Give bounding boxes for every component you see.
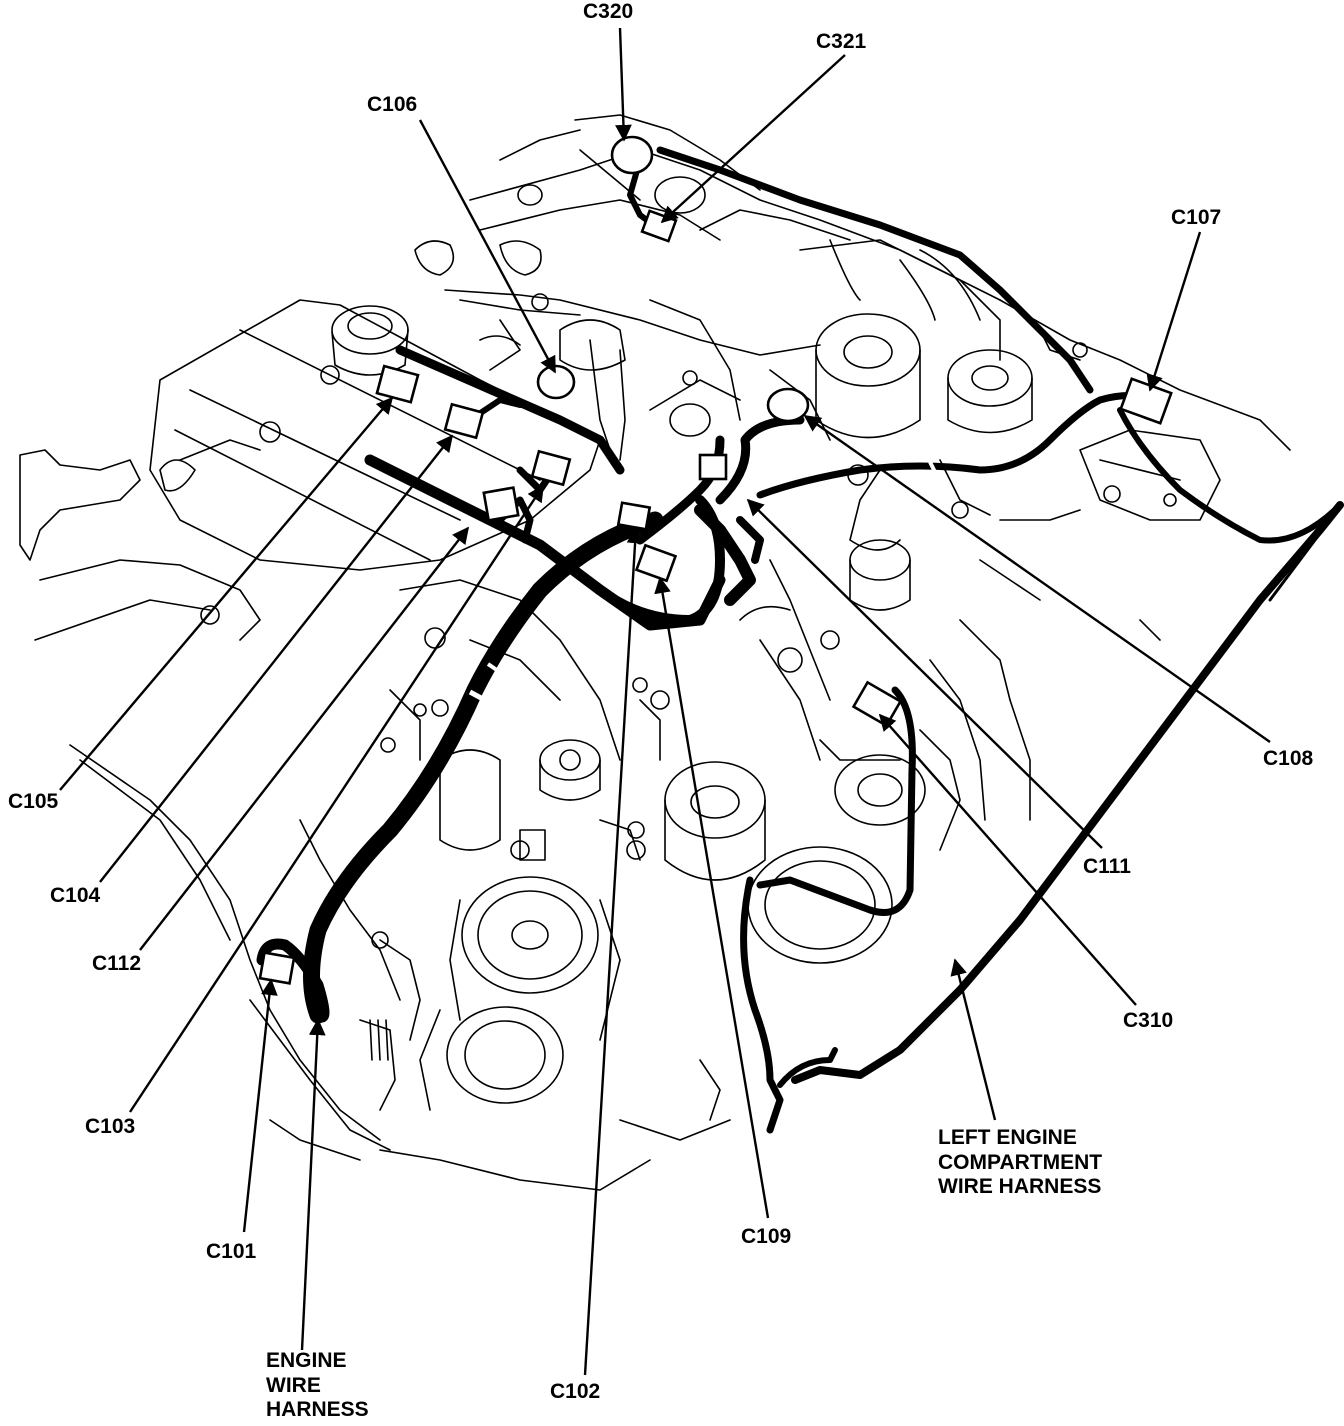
label-c112: C112 (92, 952, 141, 975)
label-c310: C310 (1123, 1009, 1173, 1032)
c105-connector (375, 364, 420, 404)
callout-labels: C320 C321 C106 C107 C105 C104 C112 C103 … (8, 0, 1314, 1421)
c112-connector (530, 449, 572, 487)
c103-connector (482, 486, 520, 522)
label-c107: C107 (1171, 206, 1221, 229)
c310-leader (878, 713, 1137, 1006)
left-harness-line1: LEFT ENGINE (938, 1126, 1077, 1149)
c104-connector (443, 402, 485, 440)
leader-lines (59, 27, 1271, 1376)
connectors (258, 135, 1173, 985)
label-c101: C101 (206, 1240, 257, 1263)
c105-leader (59, 396, 394, 791)
engine-outline (19, 114, 1291, 1191)
c106-connector (536, 364, 576, 400)
c321-leader (660, 54, 846, 224)
c101-connector (258, 951, 296, 985)
c320-leader (615, 27, 632, 142)
label-c321: C321 (816, 30, 867, 53)
c102-connector (616, 501, 652, 531)
c111-leader (746, 498, 1103, 849)
c320-connector (610, 135, 654, 175)
label-c103: C103 (85, 1115, 135, 1138)
left-harness-line3: WIRE HARNESS (938, 1175, 1101, 1198)
c101-leader (242, 978, 278, 1233)
label-c109: C109 (741, 1225, 791, 1248)
c108-leader (803, 415, 1271, 743)
engine-harness-line3: HARNESS (266, 1398, 369, 1421)
label-c104: C104 (50, 884, 101, 907)
c107-leader (1146, 231, 1202, 392)
c102-leader (583, 526, 644, 1376)
c104-leader (99, 434, 454, 883)
engine-harness-leader (300, 1018, 326, 1351)
label-c320: C320 (583, 0, 633, 23)
c103-leader (128, 484, 545, 1113)
c111-connector (698, 453, 728, 481)
c112-leader (139, 526, 470, 951)
engine-wire-harness (256, 146, 1343, 1134)
c107-connector (1119, 377, 1173, 425)
left-harness-line2: COMPARTMENT (938, 1151, 1102, 1174)
c109-leader (654, 576, 770, 1219)
c108-connector (766, 387, 810, 423)
label-c102: C102 (550, 1380, 600, 1403)
label-c108: C108 (1263, 747, 1314, 770)
label-c111: C111 (1083, 855, 1131, 878)
c109-connector (634, 543, 678, 583)
label-c105: C105 (8, 790, 59, 813)
c106-leader (418, 119, 557, 374)
engine-harness-line1: ENGINE (266, 1349, 347, 1372)
left-harness-leader (950, 958, 997, 1121)
label-c106: C106 (367, 93, 417, 116)
engine-harness-line2: WIRE (266, 1374, 321, 1397)
left-engine-compartment-harness (791, 501, 1344, 1084)
